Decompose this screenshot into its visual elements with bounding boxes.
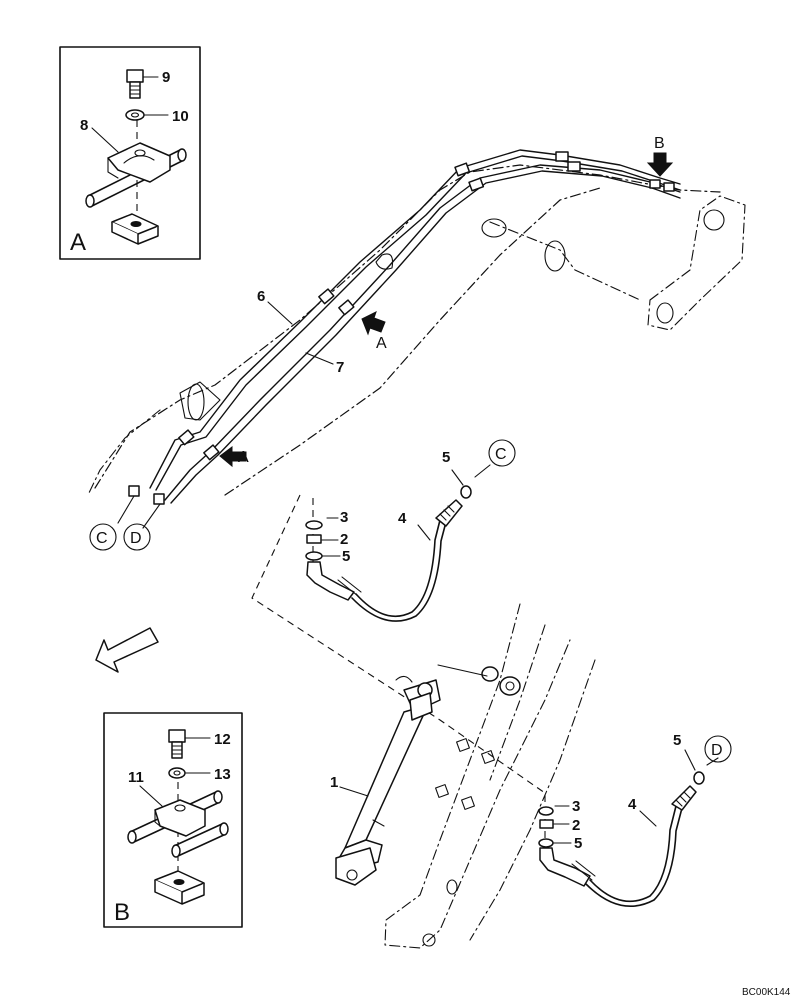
view-arrow-icon: A [361,311,387,352]
callout-6: 6 [257,288,265,305]
svg-text:D: D [711,742,723,759]
callout-5-lower: 5 [574,835,582,852]
washer-13 [168,767,186,779]
view-arrow-icon: B [646,135,674,177]
view-b-marker: B [654,135,665,152]
o-ring-5-top [460,485,472,499]
connector-c-top: C [488,439,516,467]
callout-5-upper: 5 [342,548,350,565]
arm-cylinder-1: 1 [330,675,441,886]
o-ring-3 [305,520,323,530]
callout-3-lower: 3 [572,798,580,815]
svg-text:C: C [96,530,108,547]
callout-2-upper: 2 [340,531,348,548]
callout-7: 7 [336,359,344,376]
bolt-12 [168,729,186,759]
callout-1: 1 [330,774,338,791]
bolt-9 [126,69,144,99]
callout-12: 12 [214,731,231,748]
mount-block-a [111,213,159,245]
pipe-fittings-left [117,485,165,529]
pipe-line-6 [149,149,681,491]
o-ring-5-right [693,771,705,785]
o-ring-3-lower [538,806,554,816]
hose-assembly-upper: 3 2 5 4 5 [305,449,491,622]
boom-clamps [178,151,675,461]
connector-d-right: D [704,735,732,763]
detail-a-frame [59,46,201,260]
connector-d-left: D [123,523,151,551]
callout-10: 10 [172,108,189,125]
adapter-2-lower [539,819,554,829]
detail-view-a: 9 10 8 A [59,46,201,260]
detail-b-label: B [114,899,130,926]
hose-4 [355,519,441,618]
boom [87,164,746,496]
boom-upper-outline [94,164,721,489]
hose-assembly-lower: 3 2 5 4 5 [538,732,719,908]
assembly-leader [251,494,546,794]
washer-10 [125,109,145,121]
callout-9: 9 [162,69,170,86]
detail-a-label: A [70,229,86,256]
adapter-2 [306,534,322,544]
callout-4-lower: 4 [628,796,637,813]
callout-4-upper: 4 [398,510,407,527]
callout-3-upper: 3 [340,509,348,526]
detail-view-b: 12 13 11 B [103,712,243,928]
direction-arrow-icon [95,627,159,673]
callout-8: 8 [80,117,88,134]
callout-13: 13 [214,766,231,783]
detail-b-frame [103,712,243,928]
drawing-code: BC00K144 [742,987,791,998]
boom-lower-outline [224,187,601,496]
view-a-marker-2: A [238,449,249,466]
o-ring-5 [305,551,323,561]
clamp-8 [107,142,171,183]
view-arrow-icon: A [219,446,249,468]
view-a-marker-1: A [376,335,387,352]
boom-foot [647,195,746,331]
pipe-b-2 [173,823,227,857]
mount-block-b [154,870,205,905]
arm [384,603,596,949]
o-ring-5-lower [538,838,554,848]
callout-5-right: 5 [673,732,681,749]
clamp-11 [154,799,206,837]
svg-text:C: C [495,446,507,463]
hose-4-lower [589,805,677,903]
svg-text:D: D [130,530,142,547]
connector-c-left: C [89,523,117,551]
callout-2-lower: 2 [572,817,580,834]
callout-5-top: 5 [442,449,450,466]
callout-11: 11 [128,769,144,786]
